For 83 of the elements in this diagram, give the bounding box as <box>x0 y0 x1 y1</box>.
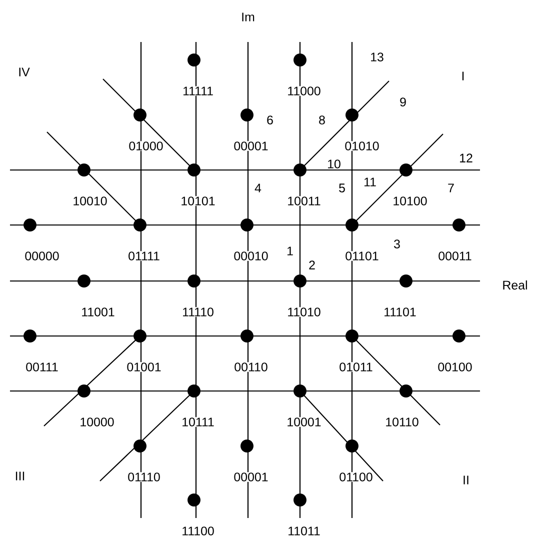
region-number: 7 <box>448 184 454 192</box>
constellation-point <box>134 218 146 232</box>
bit-label: 01011 <box>338 362 374 372</box>
constellation-point <box>400 274 412 288</box>
constellation-point <box>188 164 200 176</box>
constellation-point <box>294 54 306 66</box>
constellation-point <box>346 218 358 232</box>
constellation-point <box>240 218 254 232</box>
bit-label: 10000 <box>79 417 115 427</box>
bit-label: 11011 <box>287 526 321 536</box>
quadrant-label: I <box>462 72 464 80</box>
bit-label: 00010 <box>233 251 269 261</box>
region-number: 3 <box>394 240 400 248</box>
bit-label: 11000 <box>286 86 322 96</box>
constellation-point <box>78 384 90 398</box>
axis-label: Real <box>503 280 527 290</box>
constellation-point <box>294 274 306 288</box>
constellation-point <box>294 164 306 176</box>
quadrant-label: III <box>16 472 24 480</box>
quadrant-label: IV <box>19 68 30 76</box>
region-number: 6 <box>267 116 273 124</box>
bit-label: 11100 <box>181 526 215 536</box>
region-number: 5 <box>339 184 345 192</box>
constellation-point <box>188 384 200 398</box>
region-number: 12 <box>460 154 472 162</box>
bit-label: 01001 <box>126 362 162 372</box>
axis-label: Im <box>242 12 254 22</box>
bit-label: 11101 <box>383 307 417 317</box>
constellation-point <box>452 330 466 342</box>
bit-label: 11010 <box>286 307 322 317</box>
bit-label: 00110 <box>234 362 268 372</box>
region-number: 9 <box>400 98 406 106</box>
constellation-point <box>346 108 358 122</box>
constellation-point <box>346 330 358 342</box>
bit-label: 10100 <box>392 196 428 206</box>
bit-label: 10011 <box>286 196 322 206</box>
constellation-point <box>188 54 200 66</box>
bit-label: 01111 <box>128 251 160 261</box>
quadrant-label: II <box>464 476 468 484</box>
constellation-point <box>346 440 358 452</box>
bit-label: 00001 <box>233 472 269 482</box>
region-number: 4 <box>254 184 262 192</box>
constellation-point <box>294 494 306 506</box>
bit-label: 00111 <box>25 362 59 372</box>
bit-label: 00001 <box>233 141 269 151</box>
constellation-point <box>240 108 254 122</box>
constellation-point <box>240 440 254 452</box>
region-number: 8 <box>319 116 325 124</box>
region-number: 11 <box>364 178 376 186</box>
bit-label: 10110 <box>384 417 420 427</box>
constellation-point <box>24 218 36 232</box>
bit-label: 01000 <box>128 141 164 151</box>
bit-label: 00011 <box>438 251 472 261</box>
bit-label: 10111 <box>181 417 215 427</box>
constellation-point <box>400 384 412 398</box>
constellation-point <box>24 330 36 342</box>
bit-label: 01100 <box>338 472 374 482</box>
constellation-point <box>188 494 200 506</box>
bit-label: 10101 <box>180 196 216 206</box>
constellation-point <box>134 440 146 452</box>
region-number: 13 <box>371 52 384 62</box>
bit-label: 01110 <box>127 472 161 482</box>
bit-label: 01101 <box>344 251 380 261</box>
constellation-point <box>134 108 146 122</box>
bit-label: 00100 <box>437 362 473 372</box>
constellation-point <box>400 164 412 176</box>
constellation-point <box>78 274 90 288</box>
bit-label: 10010 <box>72 196 108 206</box>
constellation-point <box>294 384 306 398</box>
bit-label: 00000 <box>24 251 60 261</box>
bit-label: 11111 <box>182 86 214 96</box>
bit-label: 11110 <box>182 307 214 317</box>
region-number: 1 <box>287 246 293 256</box>
constellation-point <box>78 164 90 176</box>
bit-label: 01010 <box>344 141 380 151</box>
region-number: 10 <box>328 160 340 168</box>
constellation-point <box>452 218 466 232</box>
bit-label: 10001 <box>286 417 322 427</box>
constellation-point <box>134 330 146 342</box>
region-number: 2 <box>309 260 315 270</box>
bit-label: 11001 <box>80 307 116 317</box>
constellation-point <box>240 330 254 342</box>
constellation-point <box>188 274 200 288</box>
